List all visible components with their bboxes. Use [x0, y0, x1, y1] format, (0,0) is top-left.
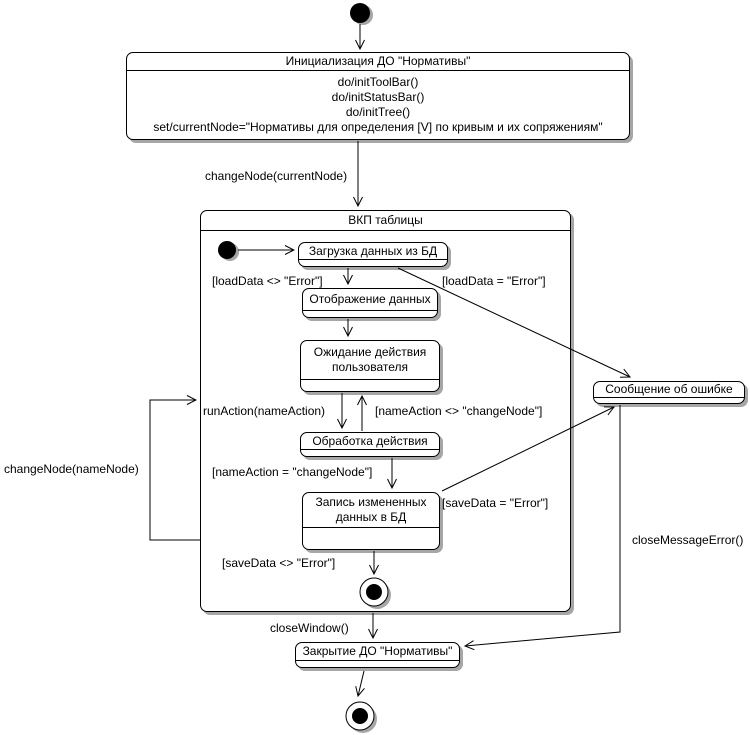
state-empty-compartment [303, 527, 439, 549]
action-line: set/currentNode="Нормативы для определен… [153, 120, 603, 134]
state-process-action: Обработка действия [300, 432, 440, 457]
state-title: Обработка действия [312, 433, 428, 448]
transition-label-close-window: closeWindow() [270, 621, 349, 635]
state-title: Закрытие ДО "Нормативы" [302, 644, 453, 658]
state-title: Запись измененных данных в БД [303, 493, 439, 527]
state-empty-compartment [303, 310, 437, 317]
state-display-data: Отображение данных [302, 288, 438, 318]
state-empty-compartment [301, 449, 439, 456]
action-line: do/initToolBar() [337, 75, 419, 89]
state-empty-compartment [301, 379, 439, 391]
transition-label-save-error: [saveData = "Error"] [442, 496, 549, 510]
state-title: Ожидание действия пользователя [301, 341, 439, 379]
state-title-line: пользователя [332, 360, 408, 374]
state-empty-compartment [296, 660, 459, 667]
edge-vkp-self-loop-change-node [149, 400, 200, 541]
initial-state-top [350, 3, 373, 25]
transition-label-change-current-node: changeNode(currentNode) [205, 169, 348, 183]
state-title: ВКП таблицы [201, 211, 570, 231]
state-title: Отображение данных [309, 292, 431, 306]
state-empty-compartment [594, 397, 744, 403]
state-save-changed-data: Запись измененных данных в БД [302, 492, 440, 550]
transition-label-load-error: [loadData = "Error"] [442, 274, 546, 288]
state-title-line: Запись измененных [315, 495, 427, 509]
state-title: Сообщение об ошибке [605, 382, 733, 396]
transition-label-change-node: changeNode(nameNode) [4, 462, 139, 476]
state-title: Загрузка данных из БД [308, 243, 438, 258]
state-empty-compartment [299, 259, 447, 266]
transition-label-action-not-changenode: [nameAction <> "changeNode"] [375, 404, 543, 418]
state-title-line: данных в БД [335, 510, 407, 524]
action-line: do/initTree() [345, 105, 411, 119]
state-close-do-normativy: Закрытие ДО "Нормативы" [295, 642, 460, 668]
edge-close-to-bottom-final [358, 670, 364, 696]
state-wait-user-action: Ожидание действия пользователя [300, 340, 440, 392]
state-error-message: Сообщение об ошибке [593, 381, 745, 404]
transition-label-action-changenode: [nameAction = "changeNode"] [212, 465, 373, 479]
state-load-data-from-db: Загрузка данных из БД [298, 242, 448, 267]
action-line: do/initStatusBar() [331, 90, 425, 104]
transition-label-load-ok: [loadData <> "Error"] [212, 274, 323, 288]
state-title-line: Ожидание действия [313, 345, 427, 359]
state-init-do-normativy: Инициализация ДО "Нормативы" do/initTool… [126, 52, 630, 140]
state-title: Инициализация ДО "Нормативы" [127, 53, 629, 71]
transition-label-close-message-error: closeMessageError() [632, 533, 744, 547]
transition-label-save-ok: [saveData <> "Error"] [222, 556, 336, 570]
final-state-bottom [345, 701, 377, 733]
state-internal-actions: do/initToolBar() do/initStatusBar() do/i… [127, 71, 629, 139]
transition-label-run-action: runAction(nameAction) [203, 404, 326, 418]
